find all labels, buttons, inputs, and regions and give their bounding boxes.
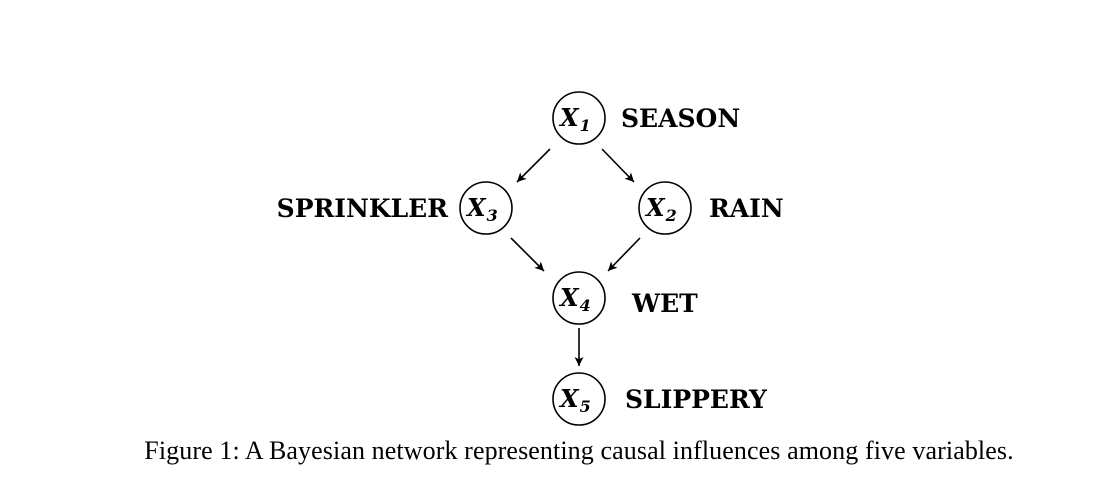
node-slippery-label: SLIPPERY — [625, 385, 768, 414]
node-rain-circle — [638, 181, 692, 235]
node-season-subscript: 1 — [580, 116, 591, 135]
node-sprinkler: X3 SPRINKLER — [277, 181, 513, 235]
node-sprinkler-subscript: 3 — [487, 206, 498, 225]
node-slippery-subscript: 5 — [580, 397, 591, 416]
node-slippery: X5 SLIPPERY — [552, 372, 768, 426]
node-sprinkler-symbol: X3 — [465, 193, 498, 225]
node-rain: X2 RAIN — [638, 181, 784, 235]
node-season: X1 SEASON — [552, 91, 740, 145]
node-slippery-symbol: X5 — [558, 384, 591, 416]
edge-rain-to-wet — [607, 237, 641, 272]
node-season-symbol: X1 — [558, 103, 591, 135]
node-rain-label: RAIN — [709, 194, 784, 223]
node-sprinkler-label: SPRINKLER — [277, 194, 449, 223]
node-season-circle — [552, 91, 606, 145]
node-slippery-circle — [552, 372, 606, 426]
node-wet: X4 WET — [552, 271, 698, 325]
node-wet-label: WET — [631, 289, 698, 318]
node-season-label: SEASON — [621, 104, 740, 133]
node-rain-subscript: 2 — [665, 206, 677, 225]
node-wet-subscript: 4 — [580, 296, 591, 315]
edge-season-to-rain — [601, 148, 635, 183]
edge-sprinkler-to-wet — [510, 237, 545, 272]
figure-caption: Figure 1: A Bayesian network representin… — [144, 436, 1014, 465]
edge-season-to-sprinkler — [516, 148, 551, 183]
node-wet-symbol: X4 — [558, 283, 591, 315]
node-wet-circle — [552, 271, 606, 325]
bayesian-network-diagram: X1 SEASON X3 SPRINKLER X2 RAIN X4 WET X5… — [277, 91, 784, 426]
node-sprinkler-circle — [459, 181, 513, 235]
node-rain-symbol: X2 — [644, 193, 677, 225]
